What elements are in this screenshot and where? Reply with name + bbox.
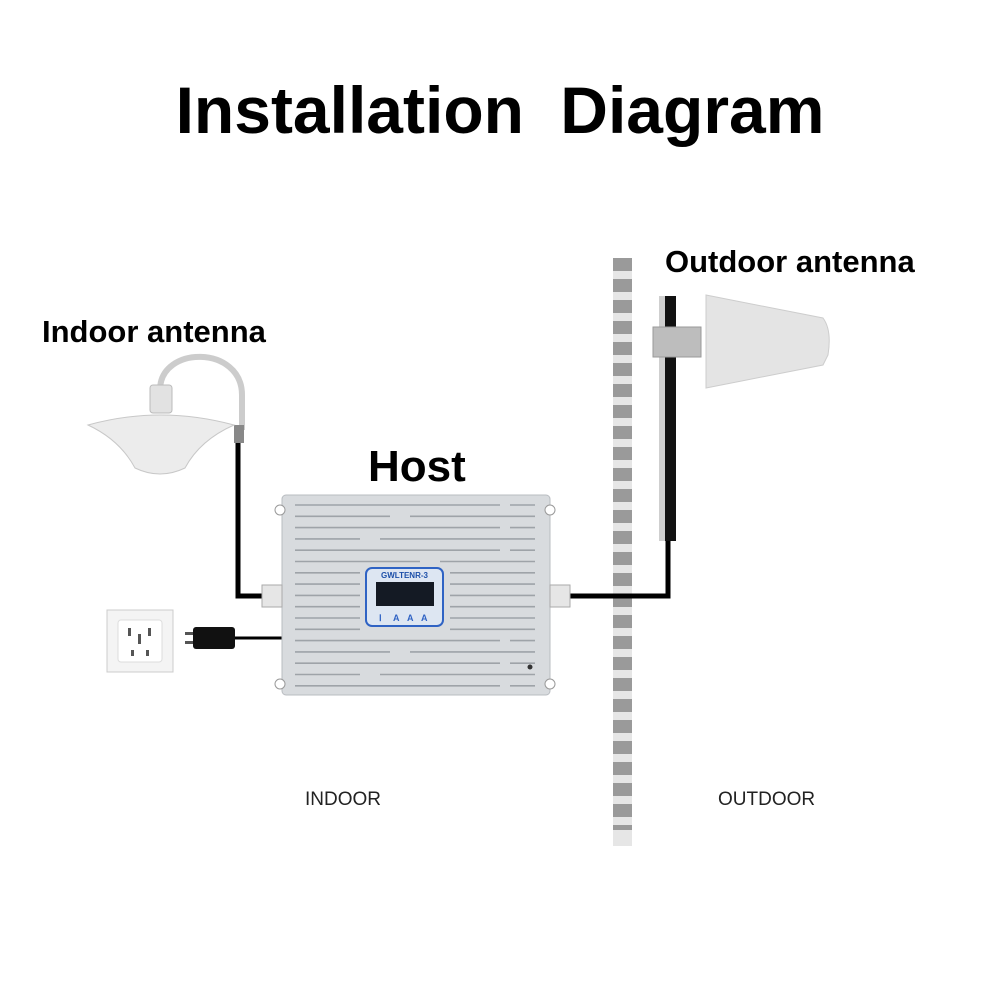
wall-segment-dark (613, 657, 632, 670)
indoor-antenna (86, 353, 245, 475)
wall-segment-dark (613, 573, 632, 586)
wall-segment-dark (613, 363, 632, 376)
outdoor-antenna (652, 294, 830, 541)
wall-segment-dark (613, 489, 632, 502)
wall-segment-dark (613, 258, 632, 271)
wall-segment-dark (613, 552, 632, 565)
wall-segment-dark (613, 678, 632, 691)
wall-segment-dark (613, 531, 632, 544)
wall-segment-dark (613, 468, 632, 481)
indoor-antenna-label: Indoor antenna (42, 314, 266, 349)
wall-segment-dark (613, 720, 632, 733)
indoor-cable (235, 432, 272, 599)
wall-segment-dark (613, 699, 632, 712)
svg-text:Ⅰ: Ⅰ (379, 613, 382, 623)
svg-text:A: A (421, 613, 428, 623)
wall-segment-dark (613, 615, 632, 628)
svg-text:A: A (393, 613, 400, 623)
wall-segment-dark (613, 783, 632, 796)
wall-segment-light (613, 825, 632, 846)
wall-segment-dark (613, 321, 632, 334)
wall-segment-dark (613, 426, 632, 439)
wall-segment-dark (613, 510, 632, 523)
wall-segment-dark (613, 405, 632, 418)
wall-segment-dark (613, 447, 632, 460)
wall-segment-dark (613, 300, 632, 313)
outdoor-antenna-label: Outdoor antenna (665, 244, 915, 279)
page-title: Installation Diagram (175, 73, 825, 147)
host-display-label: GWLTENR-3 (381, 571, 428, 580)
wall-segment-dark (613, 636, 632, 649)
outdoor-zone-label: OUTDOOR (718, 789, 816, 810)
wall-segment-dark (613, 762, 632, 775)
wall-segment-dark (613, 342, 632, 355)
indoor-zone-label: INDOOR (305, 789, 381, 810)
wall-segment-dark (613, 384, 632, 397)
host-label: Host (368, 442, 466, 491)
wall-segment-dark (613, 741, 632, 754)
svg-text:A: A (407, 613, 414, 623)
wall-segment-dark (613, 825, 632, 830)
wall-socket (106, 609, 174, 673)
wall (613, 258, 632, 846)
wall-segment-dark (613, 804, 632, 817)
power-plug (185, 627, 235, 649)
wall-segment-dark (613, 279, 632, 292)
